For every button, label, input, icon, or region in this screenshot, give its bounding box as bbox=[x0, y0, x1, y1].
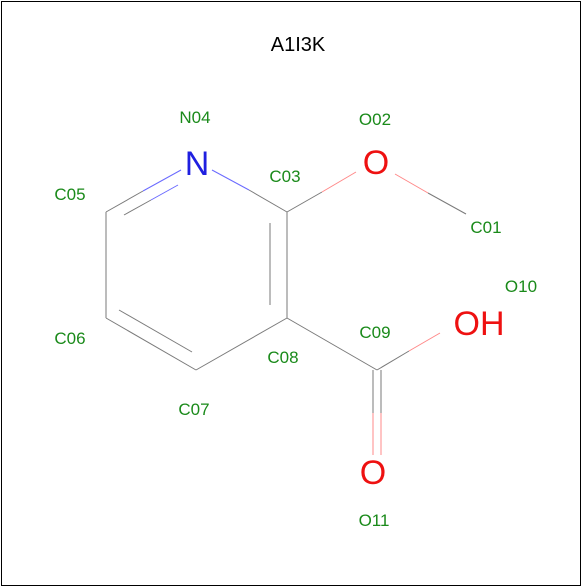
bond-o02-c01-a bbox=[394, 173, 429, 194]
element-n04: N bbox=[185, 145, 210, 183]
bond-c05-n04-b bbox=[142, 169, 182, 192]
bond-c07-c06-inner bbox=[118, 309, 193, 353]
bond-c09-o10-a bbox=[376, 350, 410, 371]
bond-c07-c06 bbox=[105, 317, 197, 371]
label-c06: C06 bbox=[54, 329, 85, 348]
bond-n04-c03-b bbox=[248, 189, 288, 213]
label-c03: C03 bbox=[269, 167, 300, 186]
label-o11: O11 bbox=[359, 511, 390, 530]
bond-c03-o02-b bbox=[321, 171, 357, 193]
molecule-title: A1I3K bbox=[271, 34, 326, 56]
label-o10: O10 bbox=[505, 277, 537, 296]
bond-c05-n04-inner-a bbox=[123, 199, 152, 216]
bond-c08-c09 bbox=[286, 317, 378, 371]
element-o11: O bbox=[360, 454, 386, 492]
label-c01: C01 bbox=[470, 218, 501, 237]
bond-c08-c07 bbox=[195, 317, 288, 371]
label-c08: C08 bbox=[267, 348, 298, 367]
bond-o02-c01-b bbox=[427, 192, 467, 215]
atom-labels: C01 O02 C03 N04 C05 C06 C07 C08 C09 O10 … bbox=[54, 108, 537, 530]
bond-c09-o10-b bbox=[408, 332, 441, 352]
label-o02: O02 bbox=[359, 110, 391, 129]
bond-c05-n04-inner-b bbox=[150, 184, 179, 201]
bond-n04-c03-a bbox=[211, 169, 250, 191]
element-o10: OH bbox=[454, 305, 505, 343]
bond-c05-n04-a bbox=[105, 190, 144, 213]
label-c09: C09 bbox=[359, 323, 390, 342]
bonds bbox=[105, 169, 467, 455]
label-n04: N04 bbox=[179, 108, 210, 127]
element-symbols: N O OH O bbox=[185, 144, 505, 492]
label-c07: C07 bbox=[178, 400, 209, 419]
element-o02: O bbox=[363, 144, 389, 182]
bond-c03-o02-a bbox=[286, 191, 323, 213]
label-c05: C05 bbox=[54, 185, 85, 204]
